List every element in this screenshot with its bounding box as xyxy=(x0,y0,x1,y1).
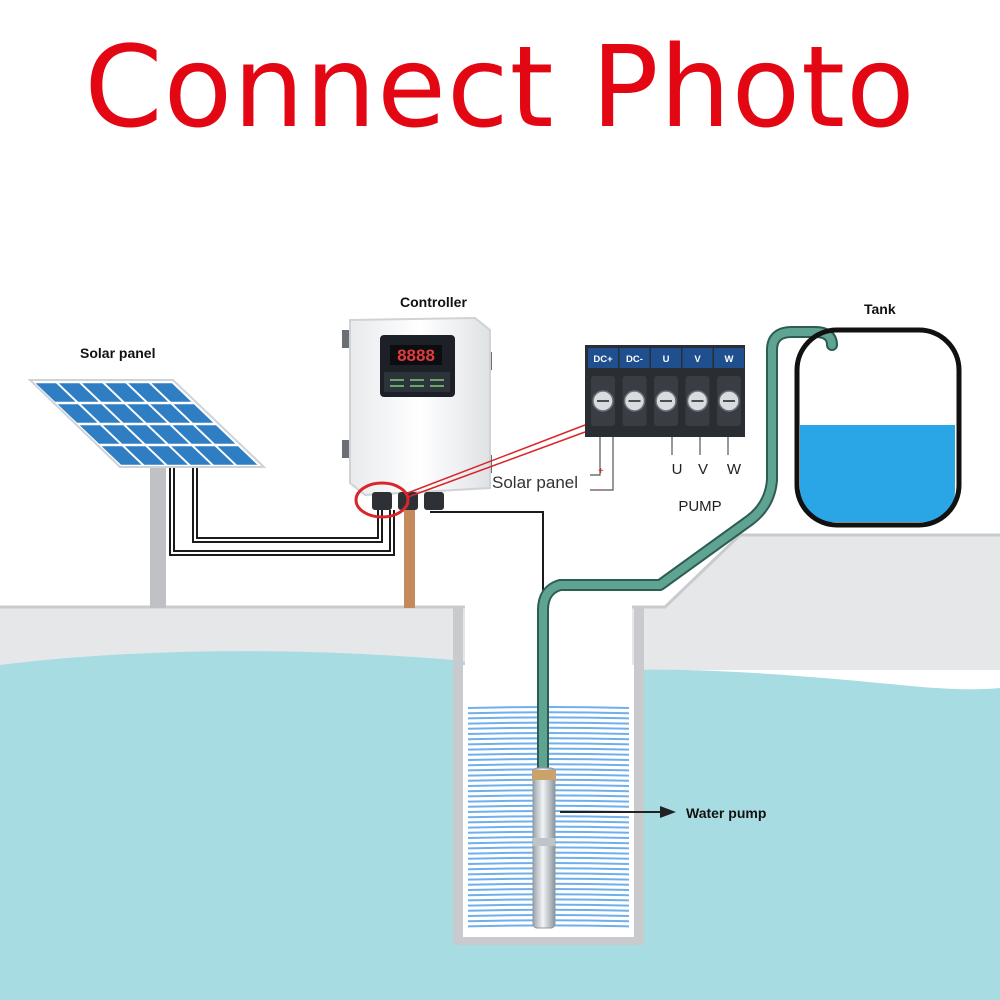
solar-cell xyxy=(126,425,166,444)
terminal-tag xyxy=(619,348,650,368)
solar-cell xyxy=(35,383,76,402)
solar-cell xyxy=(79,425,120,444)
solar-cell xyxy=(101,446,142,465)
groundwater xyxy=(0,651,1000,1000)
tank-label: Tank xyxy=(864,301,896,317)
terminal-label: U xyxy=(663,354,670,365)
plus-sign: + xyxy=(598,466,604,477)
solar-cell xyxy=(57,404,98,423)
terminal-tag xyxy=(651,348,681,368)
pump-phase-label: U xyxy=(672,461,683,478)
solar-cell xyxy=(171,446,211,465)
controller-label: Controller xyxy=(400,294,467,310)
solar-cell xyxy=(195,425,236,444)
component-labels: Solar panel Controller Tank Water pump xyxy=(80,294,896,821)
minus-sign: - xyxy=(600,482,604,496)
water-pump xyxy=(532,767,676,929)
solar-cell xyxy=(217,446,258,465)
solar-panel-wire-label: Solar panel xyxy=(492,473,578,492)
panel-wires xyxy=(169,468,395,556)
terminal-tag xyxy=(588,348,618,368)
pump-wire-label: PUMP xyxy=(678,498,721,515)
terminal-row: DC+ DC- U V W xyxy=(588,348,744,426)
terminal-label: DC- xyxy=(626,354,643,365)
solar-cell xyxy=(102,425,143,444)
solar-panel-label: Solar panel xyxy=(80,345,155,361)
solar-cell xyxy=(104,404,144,423)
terminal-label: W xyxy=(725,354,734,365)
controller-display: 8888 xyxy=(397,346,435,365)
terminal-tag xyxy=(714,348,744,368)
solar-cell xyxy=(127,404,167,423)
solar-cell xyxy=(148,446,188,465)
solar-cell xyxy=(194,446,235,465)
terminal-label: V xyxy=(694,354,701,365)
pump-phase-label: V xyxy=(698,461,708,478)
tank xyxy=(794,327,962,528)
controller: 8888 xyxy=(342,316,492,519)
solar-cell xyxy=(149,425,189,444)
solar-cell xyxy=(173,404,214,423)
terminal-block: DC+ DC- U V W xyxy=(585,345,745,437)
solar-panel xyxy=(27,379,267,608)
pump-phase-label: W xyxy=(727,461,742,478)
solar-cell xyxy=(82,383,122,402)
solar-cells xyxy=(35,383,258,465)
solar-cell xyxy=(172,425,213,444)
ground xyxy=(0,533,1000,670)
solar-cell xyxy=(58,383,99,402)
solar-cell xyxy=(105,383,145,402)
solar-cell xyxy=(80,404,121,423)
solar-cell xyxy=(128,383,169,402)
solar-cell xyxy=(150,404,191,423)
water-pump-label: Water pump xyxy=(686,805,766,821)
well-water xyxy=(467,706,630,928)
terminal-wiring xyxy=(590,437,729,491)
terminal-tag xyxy=(682,348,713,368)
highlight-circle xyxy=(354,481,410,519)
solar-cell xyxy=(151,383,192,402)
page-title: Connect Photo xyxy=(84,23,916,153)
terminal-label: DC+ xyxy=(593,354,613,365)
solar-cell xyxy=(124,446,165,465)
pointer-lines xyxy=(404,424,586,498)
